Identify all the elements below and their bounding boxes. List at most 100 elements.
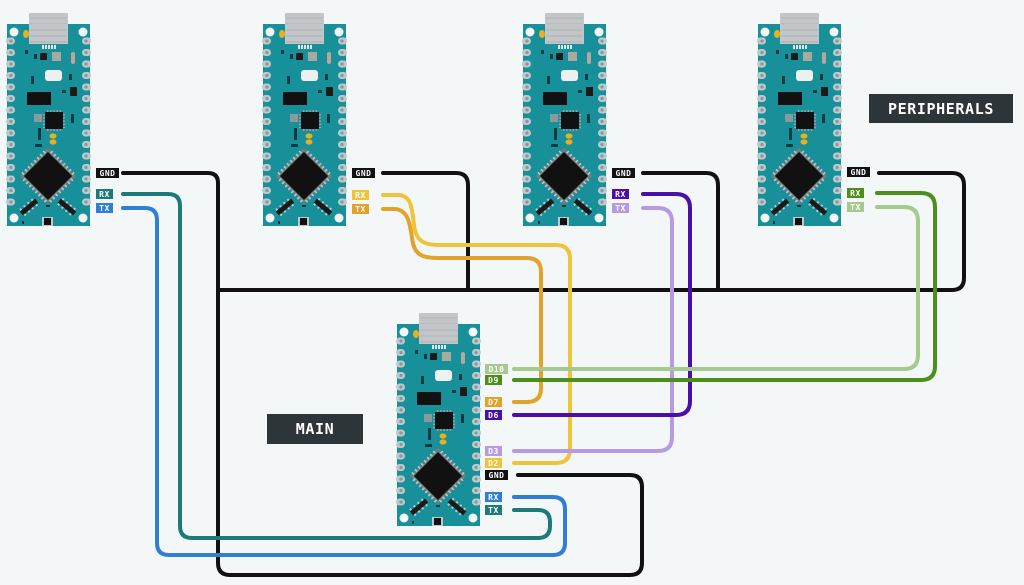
pin-label-main-rx: RX	[485, 492, 502, 502]
main-label-background	[267, 414, 363, 444]
mounting-hole	[78, 213, 88, 223]
wire-peripheral-1-tx-to-main-rx	[121, 206, 567, 557]
pin-label-background	[485, 397, 502, 407]
pin-label-text: GND	[489, 471, 505, 480]
pin-label-text: TX	[355, 205, 366, 214]
pin-label-peripheral-3-tx: TX	[612, 203, 629, 213]
pin-label-peripheral-3-gnd: GND	[612, 168, 635, 178]
pin-label-background	[485, 505, 502, 515]
regulator-chip	[417, 392, 441, 405]
boards-layer	[6, 13, 842, 526]
tx-led-icon	[800, 139, 808, 145]
pin-label-background	[96, 189, 113, 199]
tx-led-icon	[439, 439, 447, 445]
rx-led-icon	[565, 133, 573, 139]
wire-peripheral-4-rx-to-main-d9	[512, 191, 937, 382]
mounting-hole	[265, 27, 275, 37]
gnd-wire	[121, 171, 644, 577]
peripheral-arduino-nano-board	[262, 13, 347, 226]
signal-wire	[121, 192, 552, 540]
pin-label-text: D3	[488, 447, 499, 456]
pin-label-text: GND	[851, 168, 867, 177]
peripheral-arduino-nano-board	[6, 13, 91, 226]
pin-label-main-d10: D10	[485, 364, 508, 374]
pin-label-background	[485, 375, 502, 385]
rx-led-icon	[439, 433, 447, 439]
mounting-hole	[334, 213, 344, 223]
pin-label-peripheral-4-tx: TX	[847, 202, 864, 212]
pin-label-background	[612, 189, 629, 199]
pin-labels-layer: GND RX TX GND RX TX GND RX TX GND RX TX D10D9D7D6D3D…	[96, 167, 870, 515]
pin-label-peripheral-2-rx: RX	[352, 190, 369, 200]
regulator-chip	[543, 92, 567, 105]
mounting-hole	[525, 27, 535, 37]
pin-label-main-d2: D2	[485, 458, 502, 468]
gnd-wire	[381, 171, 470, 292]
wire-peripheral-3-tx-to-main-d3	[512, 206, 674, 453]
signal-wire	[381, 193, 572, 465]
regulator-chip	[283, 92, 307, 105]
pin-label-peripheral-2-tx: TX	[352, 204, 369, 214]
pin-label-text: D9	[488, 376, 499, 385]
regulator-chip	[27, 92, 51, 105]
usb-serial-chip	[43, 110, 65, 131]
signal-wire	[512, 191, 937, 382]
pin-label-text: RX	[355, 191, 366, 200]
peripherals-label-text: PERIPHERALS	[888, 100, 994, 118]
mounting-hole	[468, 327, 478, 337]
wires-layer	[121, 171, 966, 577]
gnd-wire	[216, 171, 966, 292]
usb-serial-chip	[299, 110, 321, 131]
mounting-hole	[399, 513, 409, 523]
pin-label-text: TX	[488, 506, 499, 515]
pin-label-text: RX	[850, 189, 861, 198]
led-icon	[23, 30, 29, 38]
pin-label-peripheral-1-tx: TX	[96, 203, 113, 213]
wire-peripheral-2-tx-to-main-d7	[381, 207, 543, 404]
pin-label-text: RX	[488, 493, 499, 502]
reset-button-icon	[435, 370, 452, 381]
pin-label-main-d3: D3	[485, 446, 502, 456]
wire-peripheral-3-rx-to-main-d6	[512, 192, 692, 417]
pin-label-main-tx: TX	[485, 505, 502, 515]
mounting-hole	[468, 513, 478, 523]
led-icon	[774, 30, 780, 38]
pin-label-main-d6: D6	[485, 410, 502, 420]
microcontroller-chip	[19, 147, 77, 205]
pin-label-background	[96, 203, 113, 213]
pin-label-text: RX	[99, 190, 110, 199]
pin-label-main-d7: D7	[485, 397, 502, 407]
peripheral-arduino-nano-board	[757, 13, 842, 226]
pin-label-background	[847, 188, 864, 198]
pin-label-background	[485, 364, 508, 374]
pin-label-background	[485, 470, 508, 480]
pin-label-peripheral-1-gnd: GND	[96, 168, 119, 178]
pin-label-background	[485, 446, 502, 456]
usb-serial-chip	[433, 410, 455, 431]
pin-label-background	[485, 458, 502, 468]
regulator-chip	[778, 92, 802, 105]
pin-label-background	[352, 168, 375, 178]
mounting-hole	[829, 27, 839, 37]
mounting-hole	[334, 27, 344, 37]
mounting-hole	[525, 213, 535, 223]
pin-label-main-gnd: GND	[485, 470, 508, 480]
pin-label-background	[352, 190, 369, 200]
mounting-hole	[594, 213, 604, 223]
pin-label-text: D10	[489, 365, 505, 374]
peripheral-arduino-nano-board	[522, 13, 607, 226]
rx-led-icon	[305, 133, 313, 139]
signal-wire	[381, 207, 543, 404]
signal-wire	[512, 206, 674, 453]
gnd-wire	[641, 171, 720, 292]
tx-led-icon	[565, 139, 573, 145]
mounting-hole	[399, 327, 409, 337]
pin-label-text: D7	[488, 398, 499, 407]
mounting-hole	[594, 27, 604, 37]
main-arduino-nano-board	[396, 313, 481, 526]
reset-button-icon	[45, 70, 62, 81]
pin-label-text: TX	[850, 203, 861, 212]
wire-peripheral-4-tx-to-main-d10	[512, 205, 920, 371]
